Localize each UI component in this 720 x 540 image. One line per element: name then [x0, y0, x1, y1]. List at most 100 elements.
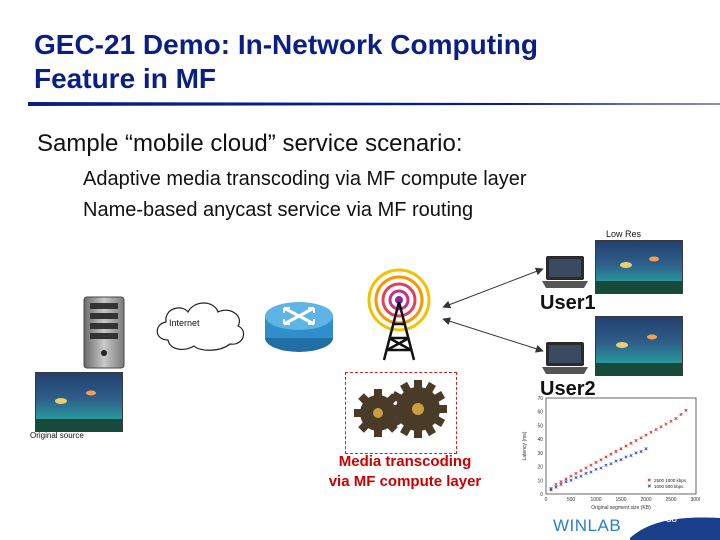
slide-title: GEC-21 Demo: In-Network Computing Featur… [34, 29, 539, 94]
data-point [649, 430, 653, 434]
data-point [559, 482, 563, 486]
data-point [619, 447, 623, 451]
data-point [579, 469, 583, 473]
data-point [579, 474, 583, 478]
gears-icon [354, 380, 447, 438]
data-point [569, 474, 573, 478]
user2-lowres-screen [595, 316, 683, 376]
data-point [584, 471, 588, 476]
y-tick-label: 60 [537, 410, 543, 416]
compute-layer-box [345, 372, 457, 454]
data-point [629, 454, 633, 458]
data-point [679, 412, 683, 417]
x-tick-label: 2500 [665, 497, 676, 503]
legend-label: 1000 500 kbps [654, 484, 684, 489]
data-point [634, 438, 638, 443]
legend-marker [647, 478, 651, 482]
plot-area [545, 397, 697, 495]
original-source-label: Original source [30, 431, 84, 440]
data-point [574, 475, 578, 480]
y-tick-label: 50 [537, 423, 543, 429]
data-point [654, 427, 658, 432]
data-point [564, 477, 568, 481]
laptop-user1-icon [542, 256, 588, 288]
data-point [629, 441, 633, 445]
data-point [669, 419, 673, 423]
data-point [549, 488, 553, 492]
x-tick-label: 2000 [640, 497, 651, 503]
data-point [639, 449, 643, 454]
data-point [589, 463, 593, 467]
user1-label: User1 [540, 292, 596, 314]
y-axis-label: Latency (ms) [522, 431, 528, 460]
data-point [684, 408, 688, 412]
data-point [604, 455, 608, 459]
server-icon [83, 296, 125, 369]
data-point [604, 463, 608, 467]
winlab-logo: WINLAB [553, 516, 622, 535]
x-tick-label: 0 [545, 497, 548, 503]
data-point [614, 459, 618, 463]
data-point [609, 462, 613, 466]
wireless-tower-icon [367, 268, 431, 361]
internet-cloud-icon [156, 302, 245, 351]
low-res-label: Low Res [606, 229, 642, 239]
data-point [554, 485, 558, 489]
laptop-user2-icon [542, 342, 588, 374]
data-point [559, 480, 563, 484]
data-point [624, 444, 628, 448]
y-tick-label: 30 [537, 451, 543, 457]
footer-swoosh [630, 517, 720, 540]
sub-bullet-transcoding: Adaptive media transcoding via MF comput… [83, 168, 527, 190]
internet-label: Internet [169, 318, 200, 328]
data-point [594, 460, 598, 465]
data-point [589, 470, 593, 474]
legend-marker [647, 484, 651, 488]
data-point [569, 478, 573, 482]
data-point [624, 455, 628, 459]
data-point [599, 458, 603, 462]
page-number: 38 [666, 514, 678, 525]
media-transcoding-label: Media transcoding via MF compute layer [307, 452, 503, 492]
fish-scene-image [596, 256, 682, 293]
data-point [674, 416, 678, 421]
media-label-line2: via MF compute layer [328, 473, 482, 490]
sub-bullet-anycast: Name-based anycast service via MF routin… [83, 199, 474, 221]
data-point [554, 482, 558, 486]
legend-label: 2500 1000 kbps [654, 478, 687, 483]
data-point [574, 471, 578, 476]
x-tick-label: 500 [567, 497, 576, 503]
data-point [639, 436, 643, 440]
data-point [564, 480, 568, 484]
x-axis-label: Original segment size (KB) [591, 505, 651, 511]
main-bullet: Sample “mobile cloud” service scenario: [37, 130, 463, 157]
y-tick-label: 10 [537, 478, 543, 484]
title-underline [28, 102, 720, 106]
x-tick-label: 1000 [590, 497, 601, 503]
data-point [634, 451, 638, 455]
data-point [619, 458, 623, 462]
data-point [644, 433, 648, 437]
original-source-screen [35, 372, 123, 432]
data-point [584, 466, 588, 470]
data-point [594, 467, 598, 471]
fish-scene-image [36, 390, 122, 431]
wireless-links [442, 267, 544, 353]
data-point [644, 447, 648, 451]
x-tick-label: 1500 [615, 497, 626, 503]
data-point [609, 452, 613, 456]
data-point [599, 466, 603, 470]
data-point [614, 449, 618, 454]
router-icon [265, 302, 333, 352]
y-tick-label: 40 [537, 437, 543, 443]
fish-scene-image [596, 334, 682, 375]
user1-hires-screen [595, 240, 683, 294]
y-tick-label: 20 [537, 465, 543, 471]
user2-label: User2 [540, 378, 596, 400]
y-tick-label: 70 [537, 396, 543, 402]
y-tick-label: 0 [540, 492, 543, 498]
data-point [664, 422, 668, 426]
data-point [659, 425, 663, 429]
